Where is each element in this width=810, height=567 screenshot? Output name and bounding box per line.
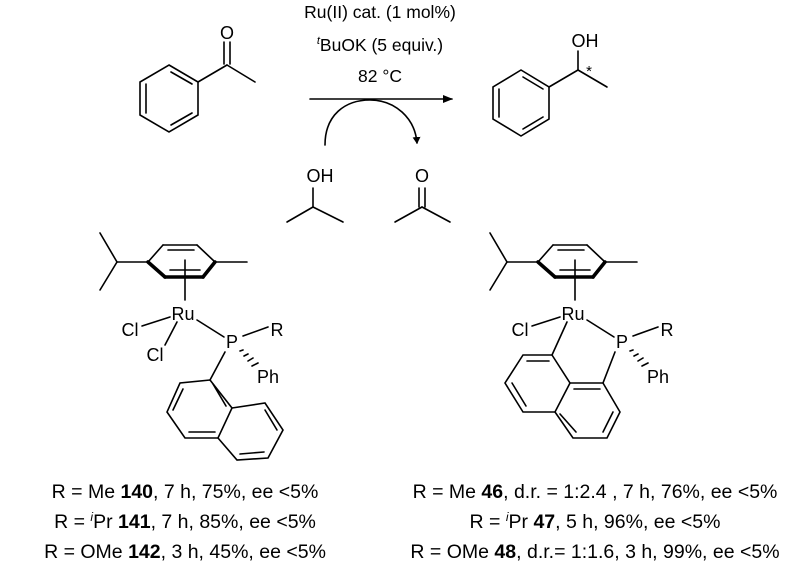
ru-complex-right: Ru Cl P R Ph (489, 232, 674, 439)
ruthenium-label: Ru (561, 304, 584, 324)
compound-number: 48 (494, 541, 517, 563)
r-group-label: R (271, 320, 284, 340)
result-row-46: R = Me 46, d.r. = 1:2.4 , 7 h, 76%, ee <… (412, 481, 778, 503)
result-row-141: R = iPr 141, 7 h, 85%, ee <5% (54, 510, 316, 533)
ru-complex-left: Ru Cl Cl P R Ph (99, 232, 284, 461)
compound-number: 141 (118, 511, 151, 533)
chlorine-label: Cl (147, 345, 164, 365)
acetone: O (394, 166, 451, 223)
compound-number: 46 (481, 481, 504, 503)
isopropanol: OH (286, 166, 344, 223)
curved-arrow (324, 99, 421, 146)
hydroxyl-label: OH (572, 31, 599, 51)
compound-number: 140 (120, 481, 154, 503)
base-label: tBuOK (5 equiv.) (317, 35, 443, 55)
phenyl-label: Ph (257, 367, 279, 387)
compound-number: 47 (533, 511, 556, 533)
catalyst-label: Ru(II) cat. (1 mol%) (304, 2, 456, 22)
oxygen-label: O (220, 23, 234, 43)
result-row-140: R = Me 140, 7 h, 75%, ee <5% (51, 481, 319, 503)
chlorine-label: Cl (122, 320, 139, 340)
result-row-142: R = OMe 142, 3 h, 45%, ee <5% (44, 541, 326, 563)
oxygen-label: O (415, 166, 429, 186)
result-row-47: R = iPr 47, 5 h, 96%, ee <5% (469, 510, 721, 533)
hydroxyl-label: OH (307, 166, 334, 186)
phosphorus-label: P (226, 332, 238, 352)
chlorine-label: Cl (512, 320, 529, 340)
temperature-label: 82 °C (358, 66, 402, 86)
r-group-label: R (661, 320, 674, 340)
phosphorus-label: P (616, 332, 628, 352)
stereocenter-mark: * (586, 63, 592, 80)
ruthenium-label: Ru (171, 304, 194, 324)
phenylethanol-product: OH * (492, 31, 608, 137)
result-row-48: R = OMe 48, d.r.= 1:1.6, 3 h, 99%, ee <5… (410, 541, 780, 563)
compound-number: 142 (128, 541, 161, 563)
phenyl-label: Ph (647, 367, 669, 387)
acetophenone: O (139, 23, 256, 133)
